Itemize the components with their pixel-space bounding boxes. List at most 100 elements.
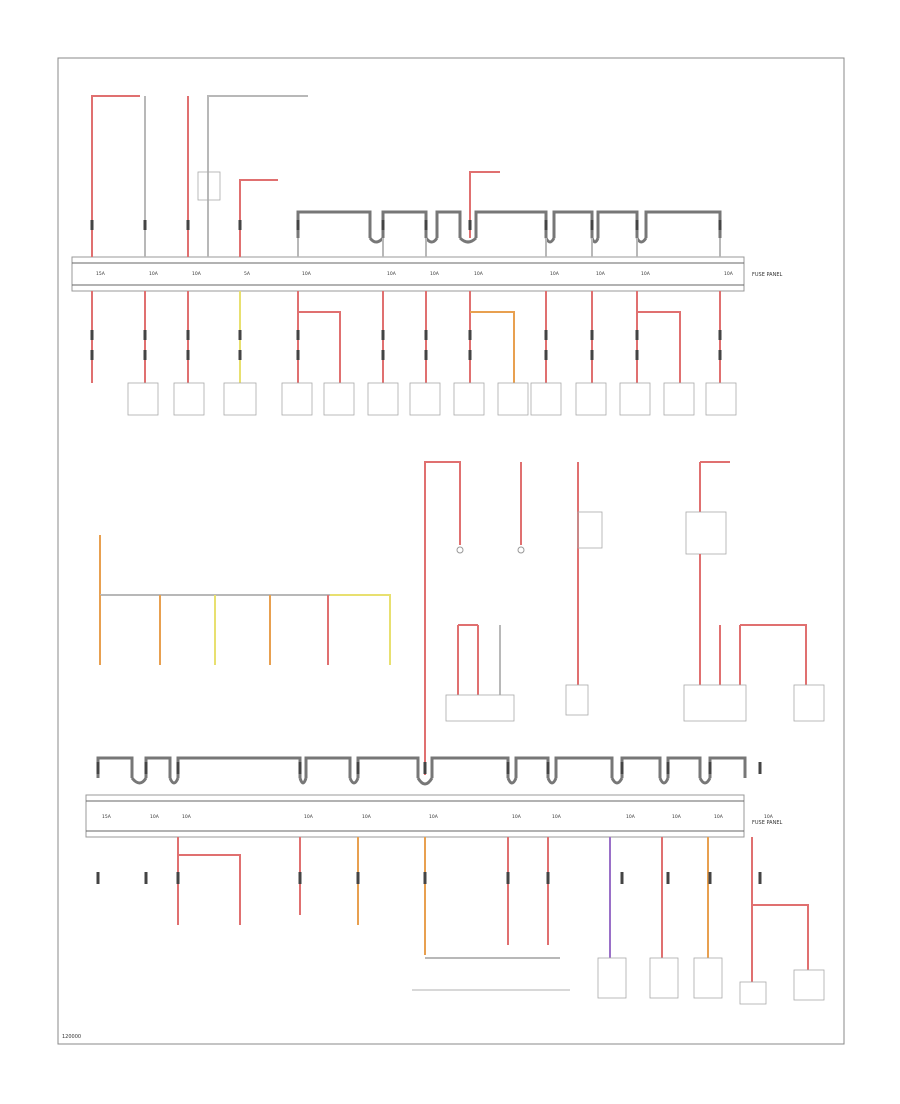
upper-output-wires (91, 291, 721, 383)
upper-fuse-rating: 5A (244, 271, 251, 277)
connector-pin (546, 762, 550, 774)
connector-pin (590, 350, 594, 360)
connector-pin (666, 872, 670, 884)
connector-pin (296, 220, 300, 230)
connector-pin (186, 330, 190, 340)
connector-pin (506, 762, 510, 774)
lower-bus-bars (96, 756, 747, 786)
lower-fuse-rating: 10A (150, 814, 160, 820)
upper-fuse-rating: 10A (641, 271, 651, 277)
upper-bus-bars (296, 210, 722, 244)
connector-pin (90, 220, 94, 230)
connector-pin (590, 330, 594, 340)
connector-pin (424, 350, 428, 360)
connector-pin (356, 762, 360, 774)
connector-pin (708, 872, 712, 884)
footer-code: 120000 (62, 1034, 81, 1040)
connector-pin (238, 350, 242, 360)
middle-section (99, 461, 825, 775)
connector-pin (620, 762, 624, 774)
lower-fuse-rating: 10A (512, 814, 522, 820)
connectors (90, 220, 762, 884)
connector-pin (144, 762, 148, 774)
upper-fuse-rating: 10A (550, 271, 560, 277)
connector-pin (186, 220, 190, 230)
upper-fuse-rating: 10A (149, 271, 159, 277)
upper-load-boxes (127, 382, 737, 416)
lower-fuse-rating: 10A (429, 814, 439, 820)
lower-fuse-rating: 10A (552, 814, 562, 820)
diagram-frame (57, 57, 845, 1045)
upper-panel-label: FUSE PANEL (752, 272, 782, 278)
connector-pin (186, 350, 190, 360)
connector-pin (298, 872, 302, 884)
connector-pin (468, 350, 472, 360)
upper-feed-wires (91, 95, 721, 257)
lower-panel-label: FUSE PANEL (752, 820, 782, 826)
connector-pin (298, 762, 302, 774)
connector-pin (635, 350, 639, 360)
upper-fuse-rating: 10A (474, 271, 484, 277)
connector-pin (635, 220, 639, 230)
connector-pin (718, 330, 722, 340)
connector-pin (176, 872, 180, 884)
connector-pin (758, 872, 762, 884)
connector-pin (423, 872, 427, 884)
connector-pin (143, 350, 147, 360)
connector-pin (356, 872, 360, 884)
connector-pin (144, 872, 148, 884)
upper-fuse-rating: 15A (96, 271, 106, 277)
connector-pin (238, 330, 242, 340)
upper-fuse-rating: 10A (430, 271, 440, 277)
lower-fuse-rating: 10A (672, 814, 682, 820)
upper-fuse-rating: 10A (387, 271, 397, 277)
lower-fuse-strip: FUSE PANEL (85, 794, 782, 838)
connector-pin (96, 762, 100, 774)
connector-pin (546, 872, 550, 884)
connector-pin (381, 330, 385, 340)
upper-fuse-strip: FUSE PANEL (71, 256, 782, 292)
connector-pin (544, 330, 548, 340)
lower-fuse-rating: 10A (626, 814, 636, 820)
connector-pin (620, 872, 624, 884)
connector-pin (176, 762, 180, 774)
connector-pin (424, 220, 428, 230)
connector-pin (590, 220, 594, 230)
connector-pin (143, 220, 147, 230)
connector-pin (506, 872, 510, 884)
connector-pin (381, 350, 385, 360)
connector-pin (90, 350, 94, 360)
lower-fuse-rating: 10A (714, 814, 724, 820)
connector-pin (718, 220, 722, 230)
connector-pin (468, 220, 472, 230)
connector-pin (635, 330, 639, 340)
connector-pin (90, 330, 94, 340)
lower-fuse-rating: 10A (182, 814, 192, 820)
connector-pin (468, 330, 472, 340)
upper-fuse-rating: 10A (724, 271, 734, 277)
connector-pin (666, 762, 670, 774)
lower-fuse-rating: 10A (362, 814, 372, 820)
upper-fuse-rating: 10A (596, 271, 606, 277)
connector-pin (96, 872, 100, 884)
connector-pin (758, 762, 762, 774)
lower-output-wires (177, 837, 809, 991)
lower-fuse-rating: 15A (102, 814, 112, 820)
connector-pin (708, 762, 712, 774)
connector-pin (423, 762, 427, 774)
connector-pin (544, 350, 548, 360)
upper-fuse-rating: 10A (192, 271, 202, 277)
lower-fuse-rating: 10A (764, 814, 774, 820)
connector-pin (296, 330, 300, 340)
upper-fuse-rating: 10A (302, 271, 312, 277)
connector-pin (381, 220, 385, 230)
lower-load-boxes (597, 957, 825, 1005)
connector-pin (544, 220, 548, 230)
connector-pin (718, 350, 722, 360)
connector-pin (296, 350, 300, 360)
connector-pin (424, 330, 428, 340)
connector-pin (143, 330, 147, 340)
